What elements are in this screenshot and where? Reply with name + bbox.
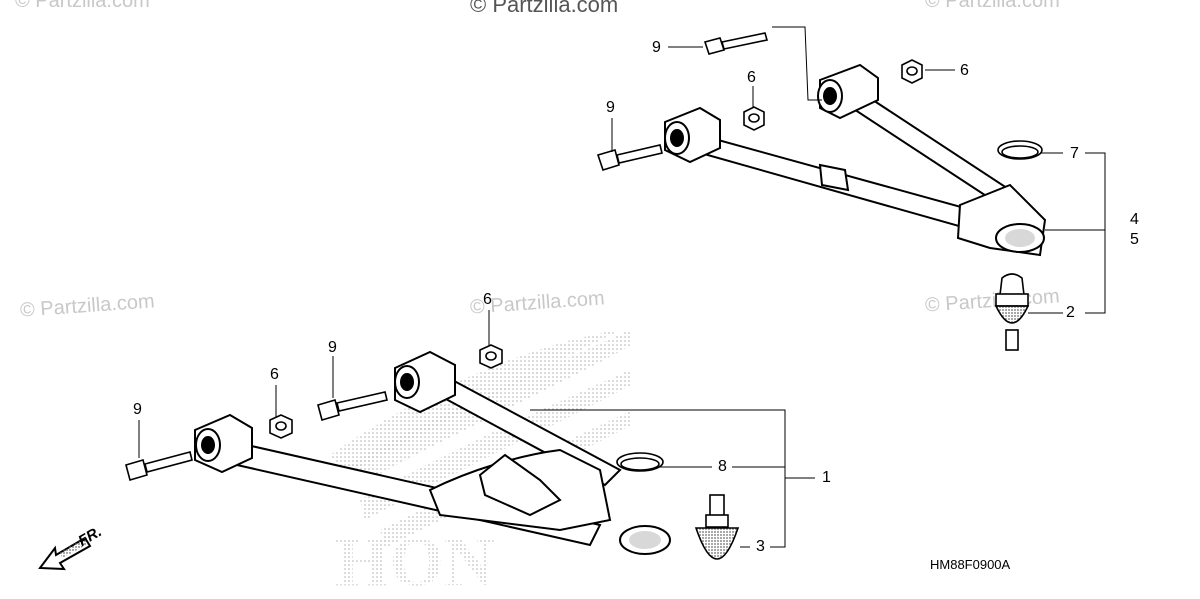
callout-7: 7	[1070, 145, 1079, 162]
bolts	[125, 32, 769, 481]
nut-6-lower-front	[269, 414, 293, 439]
leader-lines	[138, 26, 1106, 548]
nut-6-upper-front	[743, 106, 765, 131]
callout-6-upper-rear: 6	[960, 62, 969, 79]
callout-1: 1	[822, 469, 831, 486]
nuts	[269, 59, 923, 439]
callout-6-lower-rear: 6	[483, 291, 492, 308]
bolt-9-upper-front	[596, 144, 663, 171]
lower-arm	[194, 350, 671, 555]
callout-2: 2	[1066, 304, 1075, 321]
ball-joint-3	[694, 494, 740, 560]
callout-9-upper-front: 9	[606, 99, 615, 116]
watermark-top-center: © Partzilla.com	[470, 0, 619, 17]
bolt-9-upper-rear	[703, 32, 769, 55]
callout-9-lower-front: 9	[133, 401, 142, 418]
callout-9-upper-rear: 9	[652, 39, 661, 56]
circlip-7	[997, 140, 1043, 160]
callout-6-upper-front: 6	[747, 69, 756, 86]
callout-6-lower-front: 6	[270, 366, 279, 383]
circlip-8	[616, 452, 664, 472]
callout-9-lower-rear: 9	[328, 339, 337, 356]
upper-arm	[664, 63, 1047, 257]
nut-6-lower-rear	[479, 344, 503, 369]
callout-3: 3	[756, 538, 765, 555]
callout-8: 8	[718, 458, 727, 475]
svg-text:HON: HON	[335, 524, 494, 599]
callout-4: 4	[1130, 211, 1139, 228]
ball-joint-2	[994, 273, 1030, 351]
watermark-top-left: © Partzilla.com	[15, 0, 150, 12]
bolt-9-lower-front	[125, 451, 193, 481]
nut-6-upper-rear	[901, 59, 923, 84]
bolt-9-lower-rear	[317, 391, 388, 421]
diagram-code: HM88F0900A	[930, 557, 1011, 572]
callout-5: 5	[1130, 231, 1139, 248]
front-arrow-icon	[38, 536, 92, 571]
watermark-top-right: © Partzilla.com	[925, 0, 1060, 12]
